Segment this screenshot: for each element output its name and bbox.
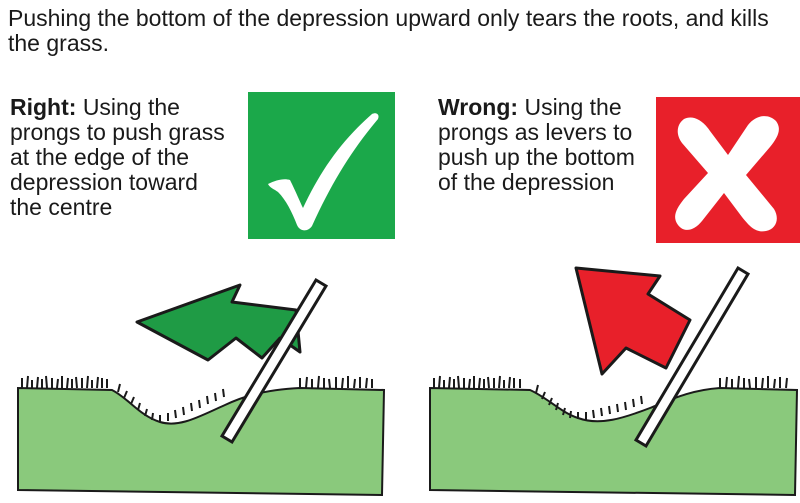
right-description: Using the prongs to push grass at the ed… [10, 94, 225, 220]
turf-illustrations [17, 265, 799, 497]
right-label: Right: [10, 94, 77, 120]
wrong-method-caption: Wrong: Using the prongs as levers to pus… [438, 95, 653, 195]
wrong-turf-block [429, 386, 799, 497]
right-prong [219, 277, 329, 445]
check-mark-icon [268, 113, 379, 231]
wrong-arrow [574, 266, 692, 376]
wrong-grass-blades [433, 375, 788, 420]
right-grass-blades [21, 375, 373, 422]
wrong-label: Wrong: [438, 94, 519, 120]
wrong-description: Using the prongs as levers to push up th… [438, 94, 635, 195]
right-method-caption: Right: Using the prongs to push grass at… [10, 95, 230, 220]
intro-text: Pushing the bottom of the depression upw… [8, 5, 769, 56]
right-turf-block [17, 386, 386, 497]
right-method-illustration [17, 277, 386, 497]
cross-mark-icon [675, 116, 779, 232]
wrong-prong [633, 265, 751, 449]
wrong-sign [656, 97, 800, 243]
right-sign [248, 92, 395, 239]
wrong-method-illustration [429, 265, 799, 497]
